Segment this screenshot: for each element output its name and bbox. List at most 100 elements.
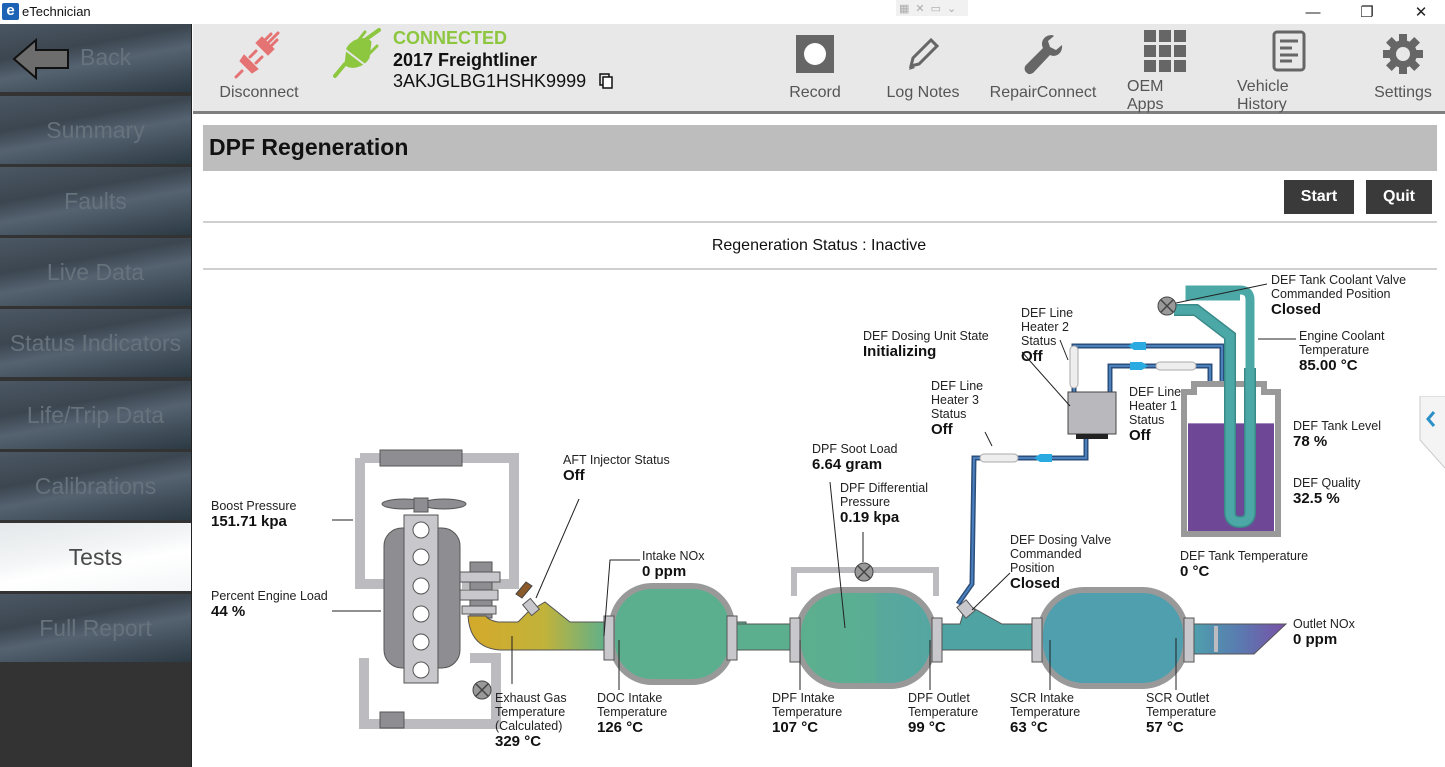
def-line-heater-2-readout: DEF Line Heater 2 Status Off (1021, 306, 1074, 365)
mini-toolbar: ▦ ✕ ▭ ⌄ (896, 0, 968, 16)
scr-outlet-temp-value: 57 °C (1146, 719, 1184, 736)
dpf-intake-temp-value: 107 °C (772, 719, 819, 736)
back-label: Back (80, 44, 132, 70)
sidebar: Back Summary Faults Live Data Status Ind… (0, 24, 192, 767)
regeneration-status: Regeneration Status : Inactive (711, 237, 927, 254)
disconnect-label: Disconnect (219, 84, 299, 101)
log-notes-label: Log Notes (886, 84, 960, 101)
chevron-left-icon (1426, 411, 1436, 427)
sidebar-item-full-report[interactable]: Full Report (0, 594, 191, 662)
settings-button[interactable]: Settings (1371, 24, 1435, 114)
monitor-icon[interactable]: ▭ (930, 2, 942, 15)
back-button[interactable]: Back (0, 24, 191, 92)
sidebar-item-faults[interactable]: Faults (0, 167, 191, 235)
engine-load-value: 44 % (211, 603, 246, 620)
gear-icon (1383, 34, 1423, 74)
repairconnect-button[interactable]: RepairConnect (989, 24, 1097, 114)
engine-load-readout: Percent Engine Load 44 % (211, 589, 328, 620)
restore-button[interactable]: ❐ (1360, 4, 1374, 21)
sidebar-item-tests[interactable]: Tests (0, 523, 191, 591)
dpf-diff-pressure-value: 0.19 kpa (840, 509, 900, 526)
def-tank-temp-value: 0 °C (1180, 563, 1210, 580)
connected-plug-icon (333, 28, 381, 78)
def-tank-temp-readout: DEF Tank Temperature 0 °C (1180, 549, 1309, 580)
copy-icon[interactable] (599, 73, 613, 89)
disconnect-button[interactable]: Disconnect (219, 24, 299, 114)
back-arrow-icon (12, 38, 69, 80)
vehicle-vin: 3AKJGLBG1HSHK9999 (393, 71, 587, 91)
sidebar-item-calibrations[interactable]: Calibrations (0, 452, 191, 520)
top-toolbar: Disconnect CONNECTED 2017 Freightliner 3… (193, 24, 1445, 114)
engine-coolant-temp-readout: Engine Coolant Temperature 85.00 °C (1299, 329, 1385, 374)
disconnect-plug-icon (234, 31, 280, 79)
scr-intake-temp-readout: SCR Intake Temperature 63 °C (1010, 691, 1081, 736)
scr-intake-temp-value: 63 °C (1010, 719, 1048, 736)
def-line-heater-1-value: Off (1129, 427, 1151, 444)
chevron-down-icon[interactable]: ⌄ (947, 2, 957, 15)
aft-injector-value: Off (563, 467, 585, 484)
oem-apps-button[interactable]: OEM Apps (1127, 24, 1203, 114)
grid-icon (1144, 30, 1186, 72)
intake-nox-readout: Intake NOx 0 ppm (642, 549, 705, 580)
engine-coolant-temp-value: 85.00 °C (1299, 357, 1358, 374)
aft-injector-readout: AFT Injector Status Off (563, 453, 670, 484)
def-dosing-unit-readout: DEF Dosing Unit State Initializing (863, 329, 989, 360)
dpf-soot-load-value: 6.64 gram (812, 456, 883, 473)
divider (203, 268, 1437, 270)
dpf-intake-temp-readout: DPF Intake Temperature 107 °C (772, 691, 843, 736)
repairconnect-label: RepairConnect (989, 84, 1097, 101)
side-panel-toggle[interactable] (1418, 396, 1445, 470)
window-titlebar: e eTechnician ▦ ✕ ▭ ⌄ — ❐ ✕ (0, 0, 1445, 24)
scr-outlet-temp-readout: SCR Outlet Temperature 57 °C (1146, 691, 1217, 736)
sidebar-item-live-data[interactable]: Live Data (0, 238, 191, 306)
divider (203, 221, 1437, 223)
sidebar-item-summary[interactable]: Summary (0, 96, 191, 164)
def-dosing-unit-value: Initializing (863, 343, 937, 360)
dpf-soot-load-readout: DPF Soot Load 6.64 gram (812, 442, 898, 473)
record-button[interactable]: Record (783, 24, 847, 114)
pencil-icon (908, 37, 940, 70)
minimize-button[interactable]: — (1305, 3, 1321, 21)
log-notes-button[interactable]: Log Notes (885, 24, 961, 114)
dpf-diff-pressure-readout: DPF Differential Pressure 0.19 kpa (840, 481, 928, 526)
def-dosing-valve-readout: DEF Dosing Valve Commanded Position Clos… (1010, 533, 1112, 592)
exhaust-gas-temp-value: 329 °C (495, 733, 542, 750)
def-quality-value: 32.5 % (1293, 490, 1340, 507)
def-dosing-valve-value: Closed (1010, 575, 1061, 592)
connection-status: CONNECTED (393, 28, 508, 48)
def-quality-readout: DEF Quality 32.5 % (1293, 476, 1361, 507)
def-tank-coolant-valve-readout: DEF Tank Coolant Valve Commanded Positio… (1271, 273, 1407, 318)
dpf-outlet-temp-value: 99 °C (908, 719, 946, 736)
def-tank-coolant-valve-value: Closed (1271, 301, 1322, 318)
wrench-icon (1024, 35, 1063, 75)
record-label: Record (789, 84, 841, 101)
fullscreen-icon[interactable]: ✕ (915, 2, 925, 15)
outlet-nox-readout: Outlet NOx 0 ppm (1293, 617, 1355, 648)
def-tank-level-readout: DEF Tank Level 78 % (1293, 419, 1382, 450)
intake-nox-value: 0 ppm (642, 563, 687, 580)
start-button[interactable]: Start (1284, 180, 1354, 214)
oem-apps-label: OEM Apps (1127, 78, 1164, 113)
doc-intake-temp-readout: DOC Intake Temperature 126 °C (597, 691, 668, 736)
doc-intake-temp-value: 126 °C (597, 719, 644, 736)
grid-icon[interactable]: ▦ (899, 2, 910, 15)
def-line-heater-1-readout: DEF Line Heater 1 Status Off (1129, 385, 1182, 444)
exhaust-gas-temp-readout: Exhaust Gas Temperature (Calculated) 329… (495, 691, 567, 750)
quit-button[interactable]: Quit (1366, 180, 1432, 214)
page-title: DPF Regeneration (209, 134, 409, 160)
def-line-heater-3-value: Off (931, 421, 953, 438)
vehicle-name: 2017 Freightliner (393, 50, 538, 70)
document-icon (1272, 30, 1306, 72)
window-title: eTechnician (22, 4, 91, 19)
def-line-heater-2-value: Off (1021, 348, 1043, 365)
def-line-heater-3-readout: DEF Line Heater 3 Status Off (931, 379, 984, 438)
record-icon (796, 35, 834, 73)
boost-pressure-readout: Boost Pressure 151.71 kpa (211, 499, 297, 530)
def-tank-level-value: 78 % (1293, 433, 1328, 450)
page-title-band: DPF Regeneration (203, 125, 1437, 171)
close-button[interactable]: ✕ (1414, 4, 1428, 21)
sidebar-item-status-indicators[interactable]: Status Indicators (0, 309, 191, 377)
vehicle-history-button[interactable]: Vehicle History (1237, 24, 1341, 114)
sidebar-item-life-trip-data[interactable]: Life/Trip Data (0, 381, 191, 449)
outlet-nox-value: 0 ppm (1293, 631, 1338, 648)
